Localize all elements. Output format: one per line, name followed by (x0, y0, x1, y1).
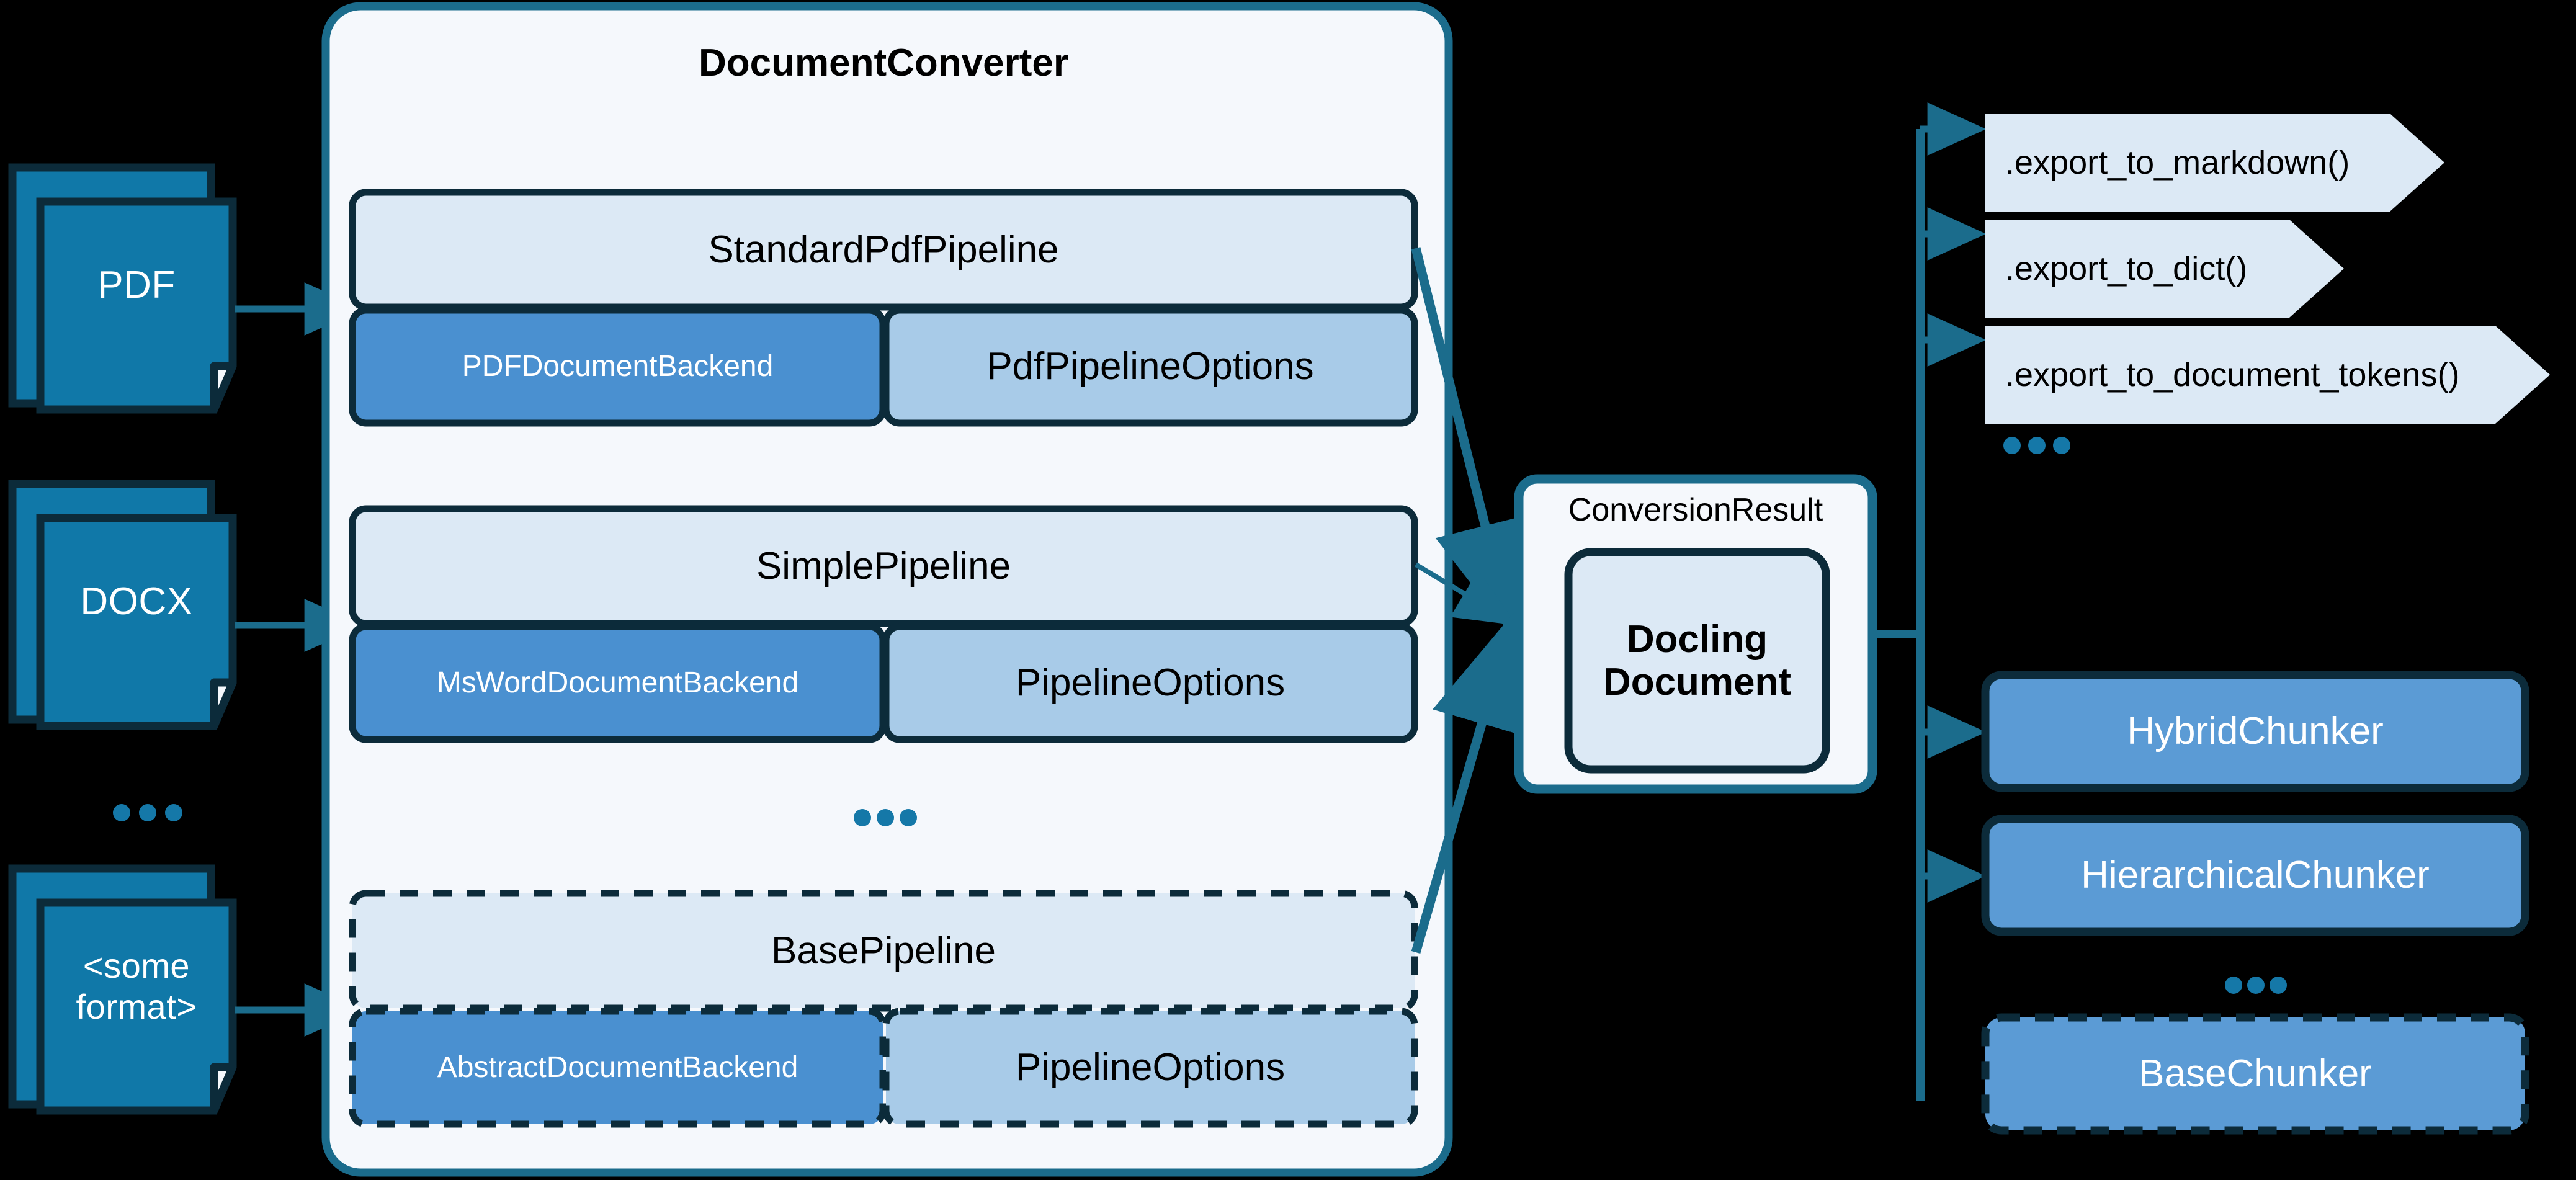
pipeline-header-basepipeline (349, 890, 1418, 1012)
pipeline-ellipsis-icon (854, 809, 917, 826)
pipeline-options-pipelineoptions (882, 623, 1418, 743)
chunker-box-hybridchunker (1981, 671, 2529, 792)
input-doc-some-format (8, 864, 237, 1115)
docling-document-box (1564, 548, 1830, 774)
pipeline-backend-abstractdocumentbackend (349, 1008, 887, 1128)
chunker-box-hierarchicalchunker (1981, 815, 2529, 936)
arrow-simplepipeline-to-result (1414, 562, 1518, 625)
input-doc-pdf (8, 163, 237, 414)
chunker-ellipsis-icon (2225, 977, 2287, 994)
arrow-basepipeline-to-result (1411, 612, 1531, 954)
export-shape-document-tokens (1985, 326, 2550, 424)
export-shape-markdown (1985, 114, 2444, 212)
input-doc-docx (8, 480, 237, 730)
pipeline-options-basepipelineoptions (882, 1008, 1418, 1128)
pipeline-backend-pdfdocumentbackend (349, 306, 887, 427)
input-ellipsis-icon (113, 804, 182, 821)
export-ellipsis-icon (2003, 437, 2070, 454)
chunker-box-basechunker (1981, 1013, 2529, 1135)
pipeline-header-simplepipeline (349, 505, 1418, 627)
arrow-standardpdfpipeline-to-result (1411, 247, 1535, 638)
pipeline-header-standardpdfpipeline (349, 189, 1418, 311)
export-shape-dict (1985, 220, 2344, 318)
pipeline-options-pdfpipelineoptions (882, 306, 1418, 427)
pipeline-backend-msworddocumentbackend (349, 623, 887, 743)
